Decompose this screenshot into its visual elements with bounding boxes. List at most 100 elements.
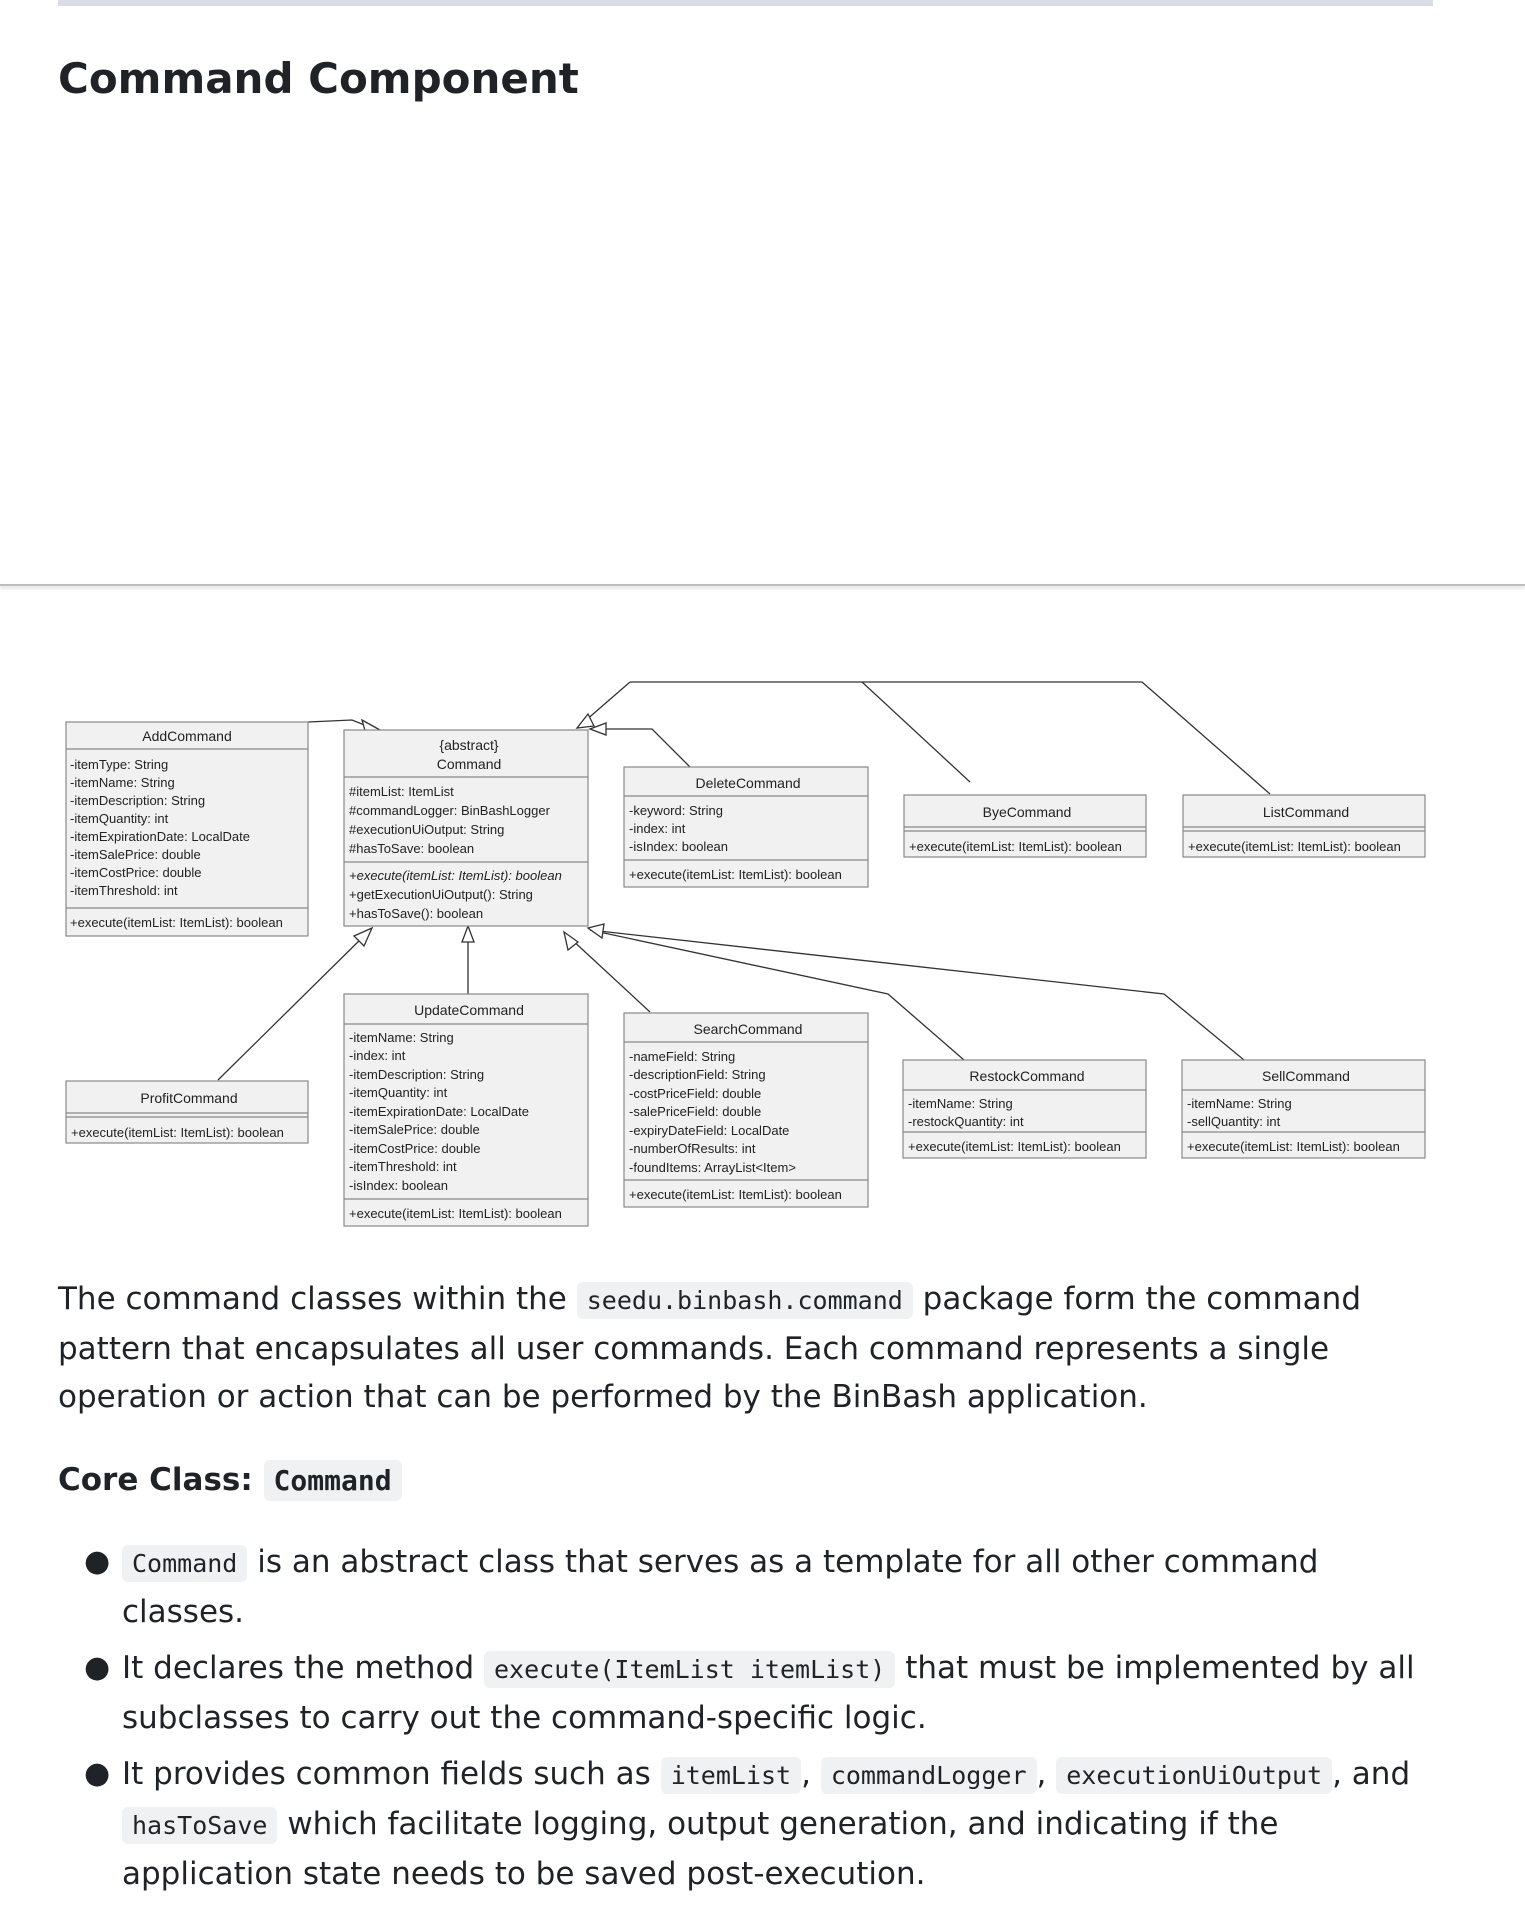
class-field: #executionUiOutput: String bbox=[349, 822, 504, 837]
class-field: -restockQuantity: int bbox=[908, 1114, 1024, 1129]
class-name: ByeCommand bbox=[983, 804, 1072, 820]
class-updatecommand: UpdateCommand -itemName: String -index: … bbox=[343, 993, 589, 1227]
inline-code: Command bbox=[122, 1545, 248, 1582]
list-item: ● Command is an abstract class that serve… bbox=[58, 1538, 1438, 1636]
class-method: +execute(itemList: ItemList): boolean bbox=[1188, 839, 1401, 854]
class-field: -itemQuantity: int bbox=[349, 1085, 448, 1100]
inline-code: commandLogger bbox=[820, 1757, 1037, 1794]
class-field: #hasToSave: boolean bbox=[349, 841, 474, 856]
top-divider bbox=[58, 0, 1433, 6]
class-listcommand: ListCommand +execute(itemList: ItemList)… bbox=[1182, 794, 1426, 858]
class-method: +getExecutionUiOutput(): String bbox=[349, 887, 533, 902]
class-field: -itemQuantity: int bbox=[70, 811, 169, 826]
class-stereotype: {abstract} bbox=[439, 737, 498, 753]
class-name: RestockCommand bbox=[969, 1068, 1084, 1084]
bullet-text: , bbox=[801, 1756, 821, 1792]
class-field: -itemName: String bbox=[70, 775, 175, 790]
class-method: +execute(itemList: ItemList): boolean bbox=[71, 1125, 284, 1140]
class-field: -nameField: String bbox=[629, 1049, 735, 1064]
bullet-icon: ● bbox=[84, 1544, 111, 1579]
inline-code: hasToSave bbox=[122, 1807, 278, 1844]
class-field: -expiryDateField: LocalDate bbox=[629, 1123, 789, 1138]
core-label: Core Class: bbox=[58, 1462, 264, 1498]
class-method: +execute(itemList: ItemList): boolean bbox=[908, 1139, 1121, 1154]
class-field: #itemList: ItemList bbox=[349, 784, 454, 799]
class-byecommand: ByeCommand +execute(itemList: ItemList):… bbox=[903, 794, 1147, 858]
class-field: -isIndex: boolean bbox=[629, 839, 728, 854]
class-field: -descriptionField: String bbox=[629, 1067, 766, 1082]
class-addcommand: AddCommand -itemType: String -itemName: … bbox=[65, 721, 309, 937]
class-name: Command bbox=[437, 756, 502, 772]
class-name: ProfitCommand bbox=[140, 1090, 237, 1106]
image-frame-divider bbox=[0, 584, 1525, 586]
class-name: UpdateCommand bbox=[414, 1002, 524, 1018]
class-field: -itemExpirationDate: LocalDate bbox=[349, 1104, 529, 1119]
class-restockcommand: RestockCommand -itemName: String -restoc… bbox=[902, 1059, 1147, 1159]
core-class-heading: Core Class: Command bbox=[58, 1460, 402, 1501]
class-field: -itemCostPrice: double bbox=[70, 865, 202, 880]
class-field: -itemSalePrice: double bbox=[70, 847, 201, 862]
inline-code: executionUiOutput bbox=[1056, 1757, 1333, 1794]
class-field: -itemExpirationDate: LocalDate bbox=[70, 829, 250, 844]
class-profitcommand: ProfitCommand +execute(itemList: ItemLis… bbox=[65, 1080, 309, 1144]
class-field: -itemCostPrice: double bbox=[349, 1141, 481, 1156]
bullet-text: which facilitate logging, output generat… bbox=[122, 1806, 1279, 1892]
class-method: +execute(itemList: ItemList): boolean bbox=[629, 1187, 842, 1202]
page-title: Command Component bbox=[58, 54, 579, 103]
intro-text-2: package form the command pattern that en… bbox=[58, 1281, 1361, 1415]
class-field: -numberOfResults: int bbox=[629, 1141, 756, 1156]
bullet-text: that must be implemented by all subclass… bbox=[122, 1650, 1415, 1736]
inline-code: execute(ItemList itemList) bbox=[484, 1651, 896, 1688]
package-code: seedu.binbash.command bbox=[576, 1282, 913, 1319]
class-name: AddCommand bbox=[142, 728, 232, 744]
class-field: -itemName: String bbox=[349, 1030, 454, 1045]
class-sellcommand: SellCommand -itemName: String -sellQuant… bbox=[1181, 1059, 1426, 1159]
list-item: ● It declares the method execute(ItemList… bbox=[58, 1644, 1438, 1742]
bullet-text: is an abstract class that serves as a te… bbox=[122, 1544, 1319, 1630]
class-name: DeleteCommand bbox=[695, 775, 800, 791]
class-command: {abstract} Command #itemList: ItemList #… bbox=[343, 729, 589, 927]
class-method: +execute(itemList: ItemList): boolean bbox=[349, 1206, 562, 1221]
class-method: +execute(itemList: ItemList): boolean bbox=[70, 915, 283, 930]
class-field: #commandLogger: BinBashLogger bbox=[349, 803, 551, 818]
class-field: -itemName: String bbox=[1187, 1096, 1292, 1111]
class-method: +hasToSave(): boolean bbox=[349, 906, 483, 921]
class-field: -salePriceField: double bbox=[629, 1104, 761, 1119]
class-name: ListCommand bbox=[1263, 804, 1349, 820]
class-field: -index: int bbox=[629, 821, 686, 836]
inheritance-lines bbox=[217, 681, 1271, 1081]
bullet-text: , and bbox=[1332, 1756, 1411, 1792]
class-field: -itemType: String bbox=[70, 757, 168, 772]
bullet-icon: ● bbox=[84, 1756, 111, 1791]
class-method: +execute(itemList: ItemList): boolean bbox=[629, 867, 842, 882]
bullet-text: , bbox=[1036, 1756, 1057, 1792]
class-method: +execute(itemList: ItemList): boolean bbox=[909, 839, 1122, 854]
class-field: -itemThreshold: int bbox=[349, 1159, 457, 1174]
bullet-text: It declares the method bbox=[122, 1650, 484, 1686]
bullet-text: It provides common fields such as bbox=[122, 1756, 661, 1792]
class-field: -index: int bbox=[349, 1048, 406, 1063]
core-class-bullets: ● Command is an abstract class that serve… bbox=[58, 1538, 1438, 1906]
list-item: ●It provides common fields such as itemL… bbox=[58, 1750, 1438, 1898]
class-field: -itemThreshold: int bbox=[70, 883, 178, 898]
class-field: -keyword: String bbox=[629, 803, 723, 818]
class-name: SellCommand bbox=[1262, 1068, 1350, 1084]
class-field: -costPriceField: double bbox=[629, 1086, 761, 1101]
class-field: -itemSalePrice: double bbox=[349, 1122, 480, 1137]
class-searchcommand: SearchCommand -nameField: String -descri… bbox=[623, 1012, 869, 1208]
class-field: -itemDescription: String bbox=[349, 1067, 484, 1082]
core-class-code: Command bbox=[263, 1460, 402, 1501]
class-field: -isIndex: boolean bbox=[349, 1178, 448, 1193]
class-field: -foundItems: ArrayList<Item> bbox=[629, 1160, 796, 1175]
class-name: SearchCommand bbox=[694, 1021, 803, 1037]
intro-paragraph: The command classes within the seedu.bin… bbox=[58, 1275, 1438, 1421]
class-field: -sellQuantity: int bbox=[1187, 1114, 1281, 1129]
class-deletecommand: DeleteCommand -keyword: String -index: i… bbox=[623, 766, 869, 888]
uml-class-diagram: AddCommand -itemType: String -itemName: … bbox=[65, 681, 1426, 1227]
intro-text-1: The command classes within the bbox=[58, 1281, 577, 1317]
class-method: +execute(itemList: ItemList): boolean bbox=[1187, 1139, 1400, 1154]
class-field: -itemDescription: String bbox=[70, 793, 205, 808]
bullet-icon: ● bbox=[84, 1650, 111, 1685]
class-field: -itemName: String bbox=[908, 1096, 1013, 1111]
class-method: +execute(itemList: ItemList): boolean bbox=[349, 868, 562, 883]
